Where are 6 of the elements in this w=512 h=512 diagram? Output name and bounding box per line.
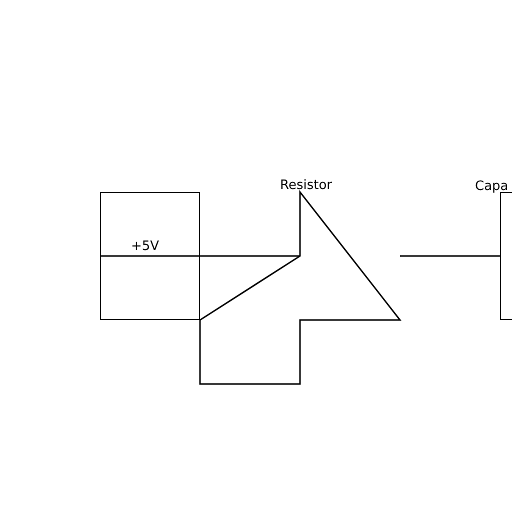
component-label: Capa [475,179,508,194]
voltage-source-box [100,192,200,320]
component-label: +5V [131,239,160,254]
wire [200,255,300,257]
component-label: Resistor [280,178,332,193]
wire [400,255,500,257]
